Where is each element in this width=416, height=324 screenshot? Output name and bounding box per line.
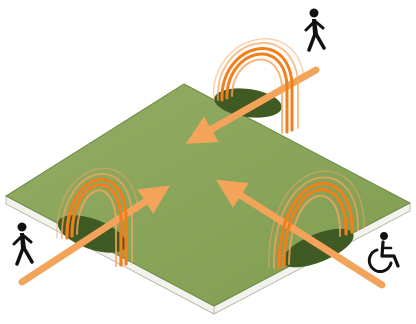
- pedestrian-icon: [14, 223, 32, 265]
- wheelchair-icon: [369, 232, 398, 271]
- pedestrian-icon: [306, 9, 324, 51]
- ground-plane: [6, 84, 410, 306]
